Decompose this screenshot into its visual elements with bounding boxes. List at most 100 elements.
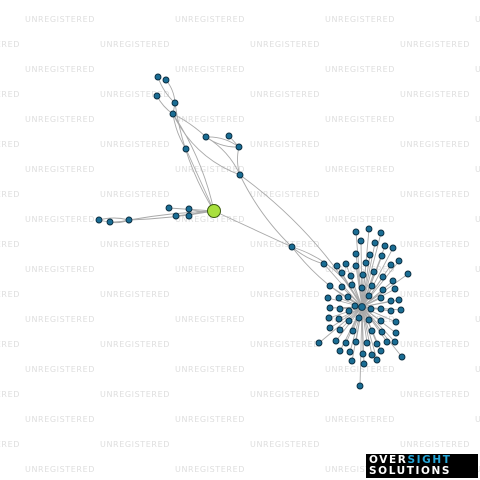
entity-node bbox=[333, 262, 341, 270]
watermark-text: UNREGISTERED bbox=[325, 215, 395, 224]
entity-node bbox=[345, 317, 353, 325]
entity-node bbox=[324, 294, 332, 302]
graph-edge bbox=[239, 174, 293, 248]
watermark-text: UNREGISTERED bbox=[25, 365, 95, 374]
entity-node bbox=[335, 315, 343, 323]
entity-node bbox=[398, 353, 406, 361]
graph-edge bbox=[329, 306, 363, 329]
entity-node bbox=[366, 251, 374, 259]
entity-node bbox=[336, 347, 344, 355]
watermark-text: UNREGISTERED bbox=[25, 65, 95, 74]
watermark-text: UNREGISTERED bbox=[25, 415, 95, 424]
entity-node bbox=[342, 339, 350, 347]
entity-node bbox=[356, 382, 364, 390]
watermark-text: UNREGISTERED bbox=[25, 115, 95, 124]
entity-node bbox=[371, 239, 379, 247]
entity-node bbox=[365, 225, 373, 233]
entity-node bbox=[381, 242, 389, 250]
watermark-text: UNREGISTERED bbox=[400, 140, 470, 149]
entity-node bbox=[352, 250, 360, 258]
watermark-text: UNREGISTERED bbox=[100, 290, 170, 299]
watermark-text: UNREGISTERED bbox=[0, 140, 20, 149]
entity-node bbox=[182, 145, 190, 153]
entity-node bbox=[392, 318, 400, 326]
watermark-text: UNREGISTERED bbox=[325, 415, 395, 424]
entity-node bbox=[153, 92, 161, 100]
entity-node bbox=[377, 229, 385, 237]
graph-edge bbox=[351, 284, 363, 308]
entity-node bbox=[347, 272, 355, 280]
watermark-text: UNREGISTERED bbox=[175, 315, 245, 324]
entity-node bbox=[344, 293, 352, 301]
entity-node bbox=[332, 337, 340, 345]
watermark-text: UNREGISTERED bbox=[0, 290, 20, 299]
entity-node bbox=[320, 260, 328, 268]
entity-node bbox=[335, 294, 343, 302]
entity-node bbox=[365, 292, 373, 300]
entity-node bbox=[336, 305, 344, 313]
watermark-text: UNREGISTERED bbox=[475, 165, 480, 174]
watermark-text: UNREGISTERED bbox=[475, 65, 480, 74]
watermark-text: UNREGISTERED bbox=[100, 140, 170, 149]
watermark-text: UNREGISTERED bbox=[0, 40, 20, 49]
entity-node bbox=[355, 314, 363, 322]
watermark-text: UNREGISTERED bbox=[100, 90, 170, 99]
graph-edge bbox=[341, 272, 363, 308]
entity-node bbox=[326, 304, 334, 312]
graph-edge bbox=[361, 306, 378, 361]
watermark-text: UNREGISTERED bbox=[175, 415, 245, 424]
entity-node bbox=[373, 340, 381, 348]
watermark-text: UNREGISTERED bbox=[25, 215, 95, 224]
watermark-layer: UNREGISTERED UNREGISTERED UNREGISTERED UNRE… bbox=[0, 15, 480, 474]
entity-node bbox=[338, 269, 346, 277]
watermark-text: UNREGISTERED bbox=[25, 465, 95, 474]
watermark-text: UNREGISTERED bbox=[175, 265, 245, 274]
oversight-solutions-logo: OVERSIGHT SOLUTIONS bbox=[366, 454, 478, 478]
graph-edge bbox=[361, 271, 375, 308]
entity-node bbox=[391, 338, 399, 346]
watermark-text: UNREGISTERED bbox=[400, 90, 470, 99]
entity-node bbox=[336, 326, 344, 334]
hub-node bbox=[358, 303, 366, 311]
entity-node bbox=[392, 329, 400, 337]
entity-node bbox=[379, 286, 387, 294]
watermark-text: UNREGISTERED bbox=[400, 440, 470, 449]
entity-node bbox=[395, 296, 403, 304]
graph-edge bbox=[318, 306, 363, 344]
entity-node bbox=[377, 347, 385, 355]
entity-node bbox=[169, 110, 177, 118]
entity-node bbox=[185, 212, 193, 220]
entity-node bbox=[362, 259, 370, 267]
entity-node bbox=[235, 143, 243, 151]
entity-node bbox=[387, 261, 395, 269]
watermark-text: UNREGISTERED bbox=[100, 190, 170, 199]
entity-node bbox=[342, 260, 350, 268]
entity-node bbox=[162, 76, 170, 84]
entity-node bbox=[357, 237, 365, 245]
watermark-text: UNREGISTERED bbox=[400, 40, 470, 49]
graph-edge bbox=[361, 289, 384, 308]
entity-node bbox=[165, 204, 173, 212]
entity-node bbox=[95, 216, 103, 224]
entity-node bbox=[202, 133, 210, 141]
graph-edge bbox=[174, 102, 215, 212]
entity-node bbox=[389, 244, 397, 252]
graph-edge bbox=[350, 275, 363, 308]
watermark-text: UNREGISTERED bbox=[0, 390, 20, 399]
entity-node bbox=[389, 277, 397, 285]
watermark-text: UNREGISTERED bbox=[0, 190, 20, 199]
entity-node bbox=[106, 218, 114, 226]
watermark-text: UNREGISTERED bbox=[0, 340, 20, 349]
entity-node bbox=[325, 314, 333, 322]
entity-node bbox=[359, 350, 367, 358]
entity-node bbox=[363, 339, 371, 347]
watermark-text: UNREGISTERED bbox=[250, 340, 320, 349]
entity-node bbox=[378, 252, 386, 260]
entity-node bbox=[373, 356, 381, 364]
entity-node bbox=[346, 348, 354, 356]
watermark-text: UNREGISTERED bbox=[475, 265, 480, 274]
watermark-text: UNREGISTERED bbox=[25, 315, 95, 324]
watermark-text: UNREGISTERED bbox=[325, 265, 395, 274]
entity-node bbox=[352, 338, 360, 346]
watermark-text: UNREGISTERED bbox=[325, 465, 395, 474]
